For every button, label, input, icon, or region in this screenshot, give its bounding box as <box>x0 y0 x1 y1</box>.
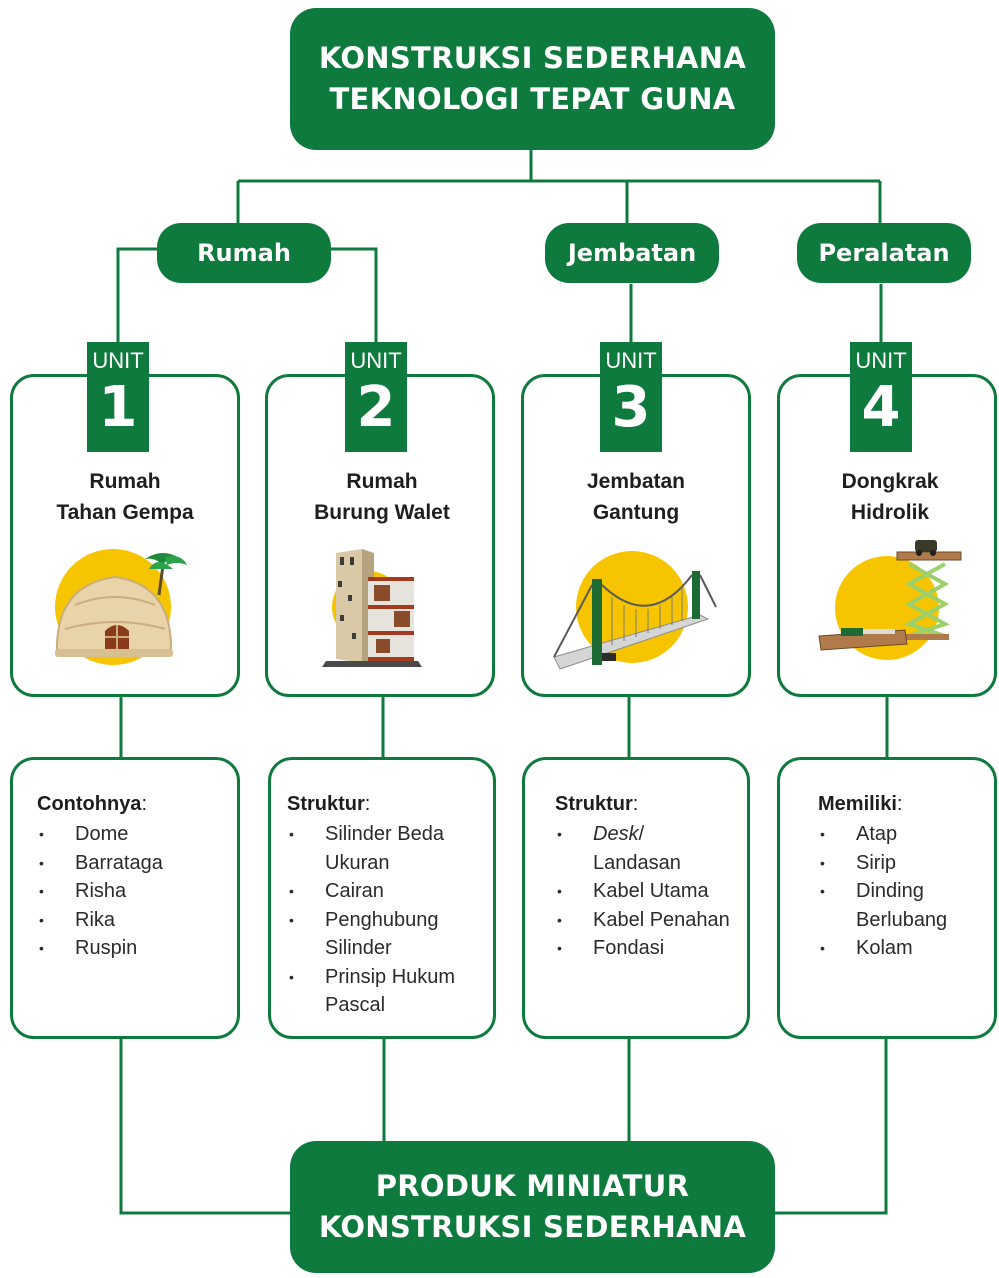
list-item: Desk/ Landasan <box>555 820 735 877</box>
unit-title-line1: Jembatan <box>586 470 686 493</box>
list-item: Silinder Beda Ukuran <box>287 820 481 877</box>
list-item: Dome <box>37 820 225 849</box>
unit-number: 2 <box>356 375 396 440</box>
list-item: Kolam <box>818 934 982 963</box>
unit-word: UNIT <box>92 348 144 373</box>
heading-colon: : <box>632 793 639 815</box>
list-item: Atap <box>818 820 982 849</box>
list-item: Fondasi <box>555 934 735 963</box>
detail-box-1: Contohnya: Dome Barrataga Risha Rika Rus… <box>10 757 240 1039</box>
unit-badge-1: UNIT 1 <box>87 342 149 452</box>
unit-title-line2: Burung Walet <box>314 501 450 524</box>
unit-title-line2: Gantung <box>592 501 680 524</box>
hydraulic-jack-icon <box>818 540 962 660</box>
footer-title-line2: KONSTRUKSI SEDERHANA <box>318 1210 747 1244</box>
unit-title-2: Rumah Burung Walet <box>268 466 496 528</box>
suspension-bridge-icon <box>553 551 717 670</box>
detail-heading-text: Contohnya <box>37 793 142 815</box>
list-item: Sirip <box>818 849 982 878</box>
unit-word: UNIT <box>855 348 907 373</box>
detail-heading-text: Struktur <box>555 793 633 815</box>
list-item-italic: Desk <box>593 823 639 845</box>
list-item: Dinding Berlubang <box>818 877 982 934</box>
detail-box-3: Struktur: Desk/ Landasan Kabel Utama Kab… <box>522 757 750 1039</box>
dome-house-icon <box>55 549 187 665</box>
unit-badge-4: UNIT 4 <box>850 342 912 452</box>
header-title-line1: KONSTRUKSI SEDERHANA <box>318 41 747 75</box>
footer-title-box: PRODUK MINIATUR KONSTRUKSI SEDERHANA <box>290 1141 775 1273</box>
list-item: Cairan <box>287 877 481 906</box>
detail-box-4: Memiliki: Atap Sirip Dinding Berlubang K… <box>777 757 997 1039</box>
swiftlet-house-icon <box>322 549 422 667</box>
detail-heading: Memiliki: <box>818 790 994 818</box>
category-rumah: Rumah <box>157 223 331 283</box>
list-item: Barrataga <box>37 849 225 878</box>
unit-badge-2: UNIT 2 <box>345 342 407 452</box>
unit-badge-3: UNIT 3 <box>600 342 662 452</box>
detail-heading-text: Memiliki <box>818 793 897 815</box>
unit-number: 1 <box>98 375 138 440</box>
list-item: Kabel Penahan <box>555 906 735 935</box>
detail-box-2: Struktur: Silinder Beda Ukuran Cairan Pe… <box>268 757 496 1039</box>
category-jembatan: Jembatan <box>545 223 719 283</box>
list-item: Penghubung Silinder <box>287 906 481 963</box>
detail-list: Atap Sirip Dinding Berlubang Kolam <box>818 820 994 963</box>
unit-title-3: Jembatan Gantung <box>522 466 750 528</box>
category-peralatan: Peralatan <box>797 223 971 283</box>
unit-title-1: Rumah Tahan Gempa <box>13 466 237 528</box>
unit-title-line2: Tahan Gempa <box>56 501 194 524</box>
detail-list: Silinder Beda Ukuran Cairan Penghubung S… <box>287 820 493 1020</box>
detail-list: Dome Barrataga Risha Rika Ruspin <box>37 820 237 963</box>
unit-word: UNIT <box>605 348 657 373</box>
detail-heading: Struktur: <box>287 790 493 818</box>
unit-title-line1: Dongkrak <box>841 470 939 493</box>
list-item: Ruspin <box>37 934 225 963</box>
heading-colon: : <box>141 793 147 815</box>
heading-colon: : <box>896 793 903 815</box>
header-title-line2: TEKNOLOGI TEPAT GUNA <box>329 82 736 116</box>
list-item: Kabel Utama <box>555 877 735 906</box>
unit-number: 4 <box>861 375 901 440</box>
list-item-rest: / Landasan <box>593 823 681 874</box>
unit-number: 3 <box>611 375 651 440</box>
detail-heading: Struktur: <box>555 790 747 818</box>
unit-title-4: Dongkrak Hidrolik <box>780 466 999 528</box>
heading-colon: : <box>364 793 371 815</box>
list-item: Rika <box>37 906 225 935</box>
header-title-box: KONSTRUKSI SEDERHANA TEKNOLOGI TEPAT GUN… <box>290 8 775 150</box>
detail-heading: Contohnya: <box>37 790 237 818</box>
unit-title-line1: Rumah <box>89 470 161 493</box>
list-item: Risha <box>37 877 225 906</box>
detail-list: Desk/ Landasan Kabel Utama Kabel Penahan… <box>555 820 747 963</box>
unit-title-line1: Rumah <box>346 470 418 493</box>
unit-title-line2: Hidrolik <box>850 501 930 524</box>
list-item: Prinsip Hukum Pascal <box>287 963 481 1020</box>
footer-title-line1: PRODUK MINIATUR <box>375 1169 690 1203</box>
unit-word: UNIT <box>350 348 402 373</box>
detail-heading-text: Struktur <box>287 793 365 815</box>
